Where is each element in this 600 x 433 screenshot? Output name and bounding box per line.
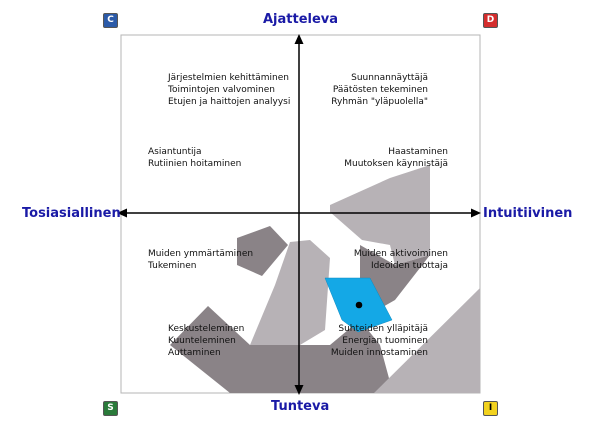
shape-left-dark [237, 226, 288, 276]
text-line: Muutoksen käynnistäjä [344, 159, 448, 169]
text-line: Auttaminen [168, 348, 221, 358]
text-block-top-left-1: Järjestelmien kehittäminen Toimintojen v… [168, 72, 290, 108]
text-block-top-right-2: Haastaminen Muutoksen käynnistäjä [344, 146, 448, 170]
arrow-left [117, 208, 127, 218]
text-line: Energian tuominen [342, 336, 428, 346]
arrow-right [471, 208, 481, 218]
text-line: Kuunteleminen [168, 336, 236, 346]
text-line: Päätösten tekeminen [332, 85, 428, 95]
text-line: Ryhmän "yläpuolella" [331, 97, 428, 107]
axis-label-left: Tosiasiallinen [22, 206, 121, 221]
text-block-bottom-left-1: Muiden ymmärtäminen Tukeminen [148, 248, 253, 272]
text-line: Keskusteleminen [168, 324, 245, 334]
text-block-bottom-right-1: Muiden aktivoiminen Ideoiden tuottaja [354, 248, 448, 272]
text-line: Suunnannäyttäjä [351, 73, 428, 83]
text-line: Muiden ymmärtäminen [148, 249, 254, 259]
shape-bottom-dark [170, 306, 393, 393]
shape-right-light-tall [390, 165, 430, 265]
text-line: Muiden aktivoiminen [353, 249, 448, 259]
text-line: Toimintojen valvominen [168, 85, 275, 95]
arrow-up [294, 34, 304, 44]
text-line: Haastaminen [388, 147, 448, 157]
corner-badge-s: S [103, 401, 118, 416]
text-block-top-right-1: Suunnannäyttäjä Päätösten tekeminen Ryhm… [331, 72, 428, 108]
corner-badge-i: I [483, 401, 498, 416]
profile-point [355, 301, 363, 309]
axis-label-right: Intuitiivinen [483, 206, 573, 221]
corner-badge-d: D [483, 13, 498, 28]
axis-label-bottom: Tunteva [271, 399, 330, 414]
text-line: Tukeminen [148, 261, 197, 271]
text-line: Suhteiden ylläpitäjä [338, 324, 428, 334]
text-line: Etujen ja haittojen analyysi [168, 97, 291, 107]
text-line: Muiden innostaminen [330, 348, 428, 358]
text-block-bottom-left-2: Keskusteleminen Kuunteleminen Auttaminen [168, 323, 244, 359]
text-line: Ideoiden tuottaja [370, 261, 448, 271]
text-block-bottom-right-2: Suhteiden ylläpitäjä Energian tuominen M… [331, 323, 428, 359]
corner-badge-c: C [103, 13, 118, 28]
text-line: Asiantuntija [148, 147, 202, 157]
text-block-top-left-2: Asiantuntija Rutiinien hoitaminen [148, 146, 241, 170]
shape-bottom-right-light [374, 288, 480, 393]
shape-top-center-light [250, 240, 330, 345]
shape-right-light-upper [330, 178, 390, 245]
arrow-down [294, 385, 304, 395]
text-line: Rutiinien hoitaminen [148, 159, 242, 169]
axis-label-top: Ajatteleva [263, 12, 339, 27]
text-line: Järjestelmien kehittäminen [168, 73, 289, 83]
